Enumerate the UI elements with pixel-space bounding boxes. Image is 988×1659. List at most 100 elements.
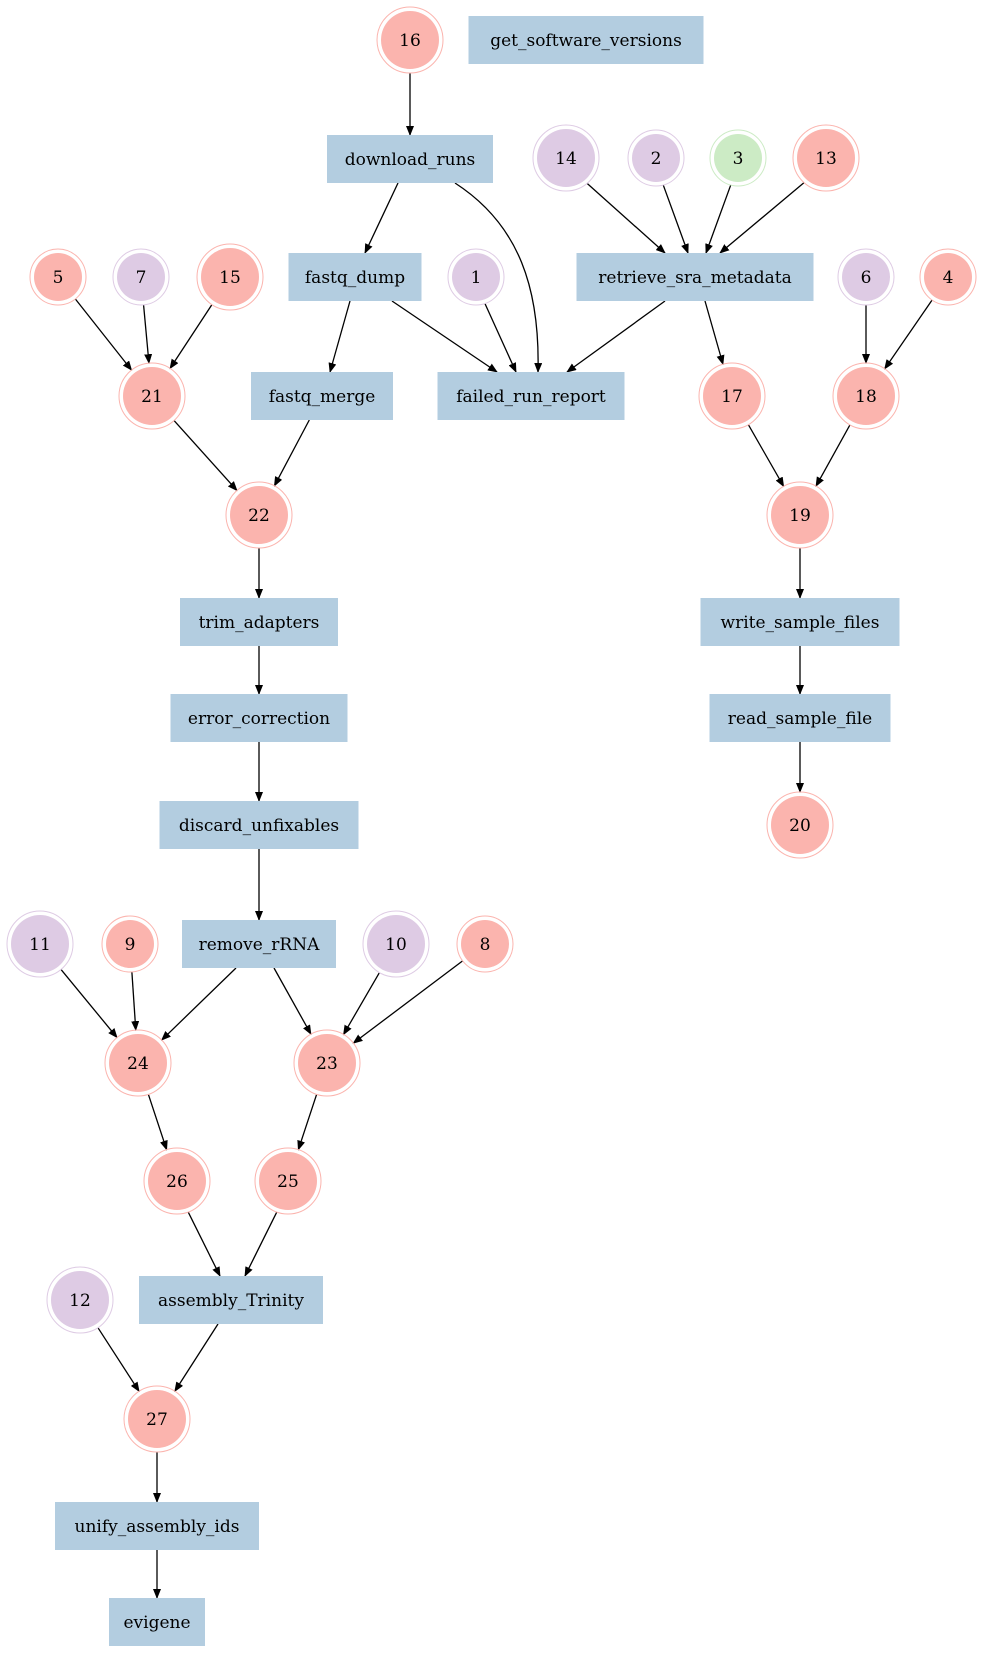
- channel-node-21: 21: [118, 362, 186, 430]
- node-box: [170, 694, 348, 742]
- node-label: 2: [651, 149, 662, 169]
- node-label: retrieve_sra_metadata: [598, 268, 791, 288]
- node-box: [327, 135, 493, 183]
- node-fill: [461, 920, 509, 968]
- channel-node-4: 4: [919, 248, 977, 306]
- node-label: error_correction: [188, 709, 330, 729]
- node-fill: [117, 253, 165, 301]
- node-label: remove_rRNA: [199, 935, 321, 955]
- edges: [60, 73, 933, 1599]
- node-fill: [703, 367, 761, 425]
- channel-node-20: 20: [766, 791, 834, 859]
- node-label: discard_unfixables: [179, 816, 339, 836]
- edge-n25-to-at: [244, 1211, 278, 1277]
- process-node-write-sample-files: write_sample_files: [700, 598, 900, 646]
- node-label: 19: [789, 506, 811, 526]
- node-fill: [148, 1152, 206, 1210]
- node-outer-ring: [225, 481, 293, 549]
- node-label: fastq_dump: [305, 268, 405, 288]
- process-node-discard-unfixables: discard_unfixables: [159, 801, 359, 849]
- node-label: trim_adapters: [199, 613, 320, 633]
- node-fill: [201, 248, 259, 306]
- channel-node-1: 1: [447, 248, 505, 306]
- node-fill: [11, 915, 69, 973]
- node-fill: [452, 253, 500, 301]
- node-outer-ring: [837, 248, 895, 306]
- process-node-evigene: evigene: [109, 1598, 205, 1646]
- node-outer-ring: [627, 129, 685, 187]
- node-label: 6: [861, 268, 872, 288]
- node-fill: [106, 920, 154, 968]
- channel-node-7: 7: [112, 248, 170, 306]
- node-box: [55, 1502, 259, 1550]
- channel-node-3: 3: [709, 129, 767, 187]
- node-label: unify_assembly_ids: [75, 1517, 240, 1537]
- channel-node-24: 24: [104, 1029, 172, 1097]
- edge-n21-to-n22: [173, 420, 238, 492]
- channel-node-22: 22: [225, 481, 293, 549]
- node-outer-ring: [792, 124, 860, 192]
- node-outer-ring: [104, 1029, 172, 1097]
- node-outer-ring: [376, 6, 444, 74]
- node-label: 23: [316, 1054, 338, 1074]
- node-label: 3: [733, 149, 744, 169]
- process-node-read-sample-file: read_sample_file: [709, 694, 891, 742]
- edge-n12-to-n27: [97, 1327, 140, 1393]
- channel-node-10: 10: [362, 910, 430, 978]
- node-box: [139, 1276, 323, 1324]
- node-label: 20: [789, 816, 811, 836]
- edge-fd-to-frr: [391, 300, 498, 373]
- edge-dr-to-fd: [364, 182, 399, 254]
- node-box: [251, 372, 393, 420]
- edge-n14-to-rsm: [586, 182, 666, 254]
- node-fill: [381, 11, 439, 69]
- node-outer-ring: [456, 915, 514, 973]
- node-box: [288, 253, 422, 301]
- node-label: 27: [146, 1410, 168, 1430]
- node-label: 24: [127, 1054, 149, 1074]
- node-fill: [537, 129, 595, 187]
- edge-rr-to-n23: [273, 967, 312, 1036]
- process-node-fastq-merge: fastq_merge: [251, 372, 393, 420]
- channel-node-27: 27: [123, 1385, 191, 1453]
- edge-n10-to-n23: [342, 972, 381, 1036]
- node-fill: [123, 367, 181, 425]
- node-label: write_sample_files: [721, 613, 880, 633]
- node-outer-ring: [118, 362, 186, 430]
- node-fill: [109, 1034, 167, 1092]
- node-outer-ring: [532, 124, 600, 192]
- node-box: [109, 1598, 205, 1646]
- node-outer-ring: [101, 915, 159, 973]
- node-label: 10: [385, 935, 407, 955]
- node-label: 13: [815, 149, 837, 169]
- node-label: 9: [125, 935, 136, 955]
- node-label: 25: [277, 1172, 299, 1192]
- edge-n24-to-n26: [147, 1094, 168, 1151]
- process-node-remove-rRNA: remove_rRNA: [182, 920, 336, 968]
- edge-n4-to-n18: [884, 299, 933, 370]
- node-outer-ring: [362, 910, 430, 978]
- node-label: 1: [471, 268, 482, 288]
- node-label: assembly_Trinity: [158, 1291, 304, 1311]
- node-label: 18: [855, 387, 877, 407]
- node-outer-ring: [46, 1266, 114, 1334]
- node-fill: [259, 1152, 317, 1210]
- edge-n8-to-n23: [352, 960, 464, 1044]
- node-label: 17: [721, 387, 743, 407]
- process-node-fastq-dump: fastq_dump: [288, 253, 422, 301]
- channel-node-8: 8: [456, 915, 514, 973]
- node-label: evigene: [123, 1613, 190, 1633]
- node-fill: [128, 1390, 186, 1448]
- node-outer-ring: [709, 129, 767, 187]
- edge-rr-to-n24: [160, 967, 237, 1041]
- node-label: 14: [555, 149, 577, 169]
- channel-node-15: 15: [196, 243, 264, 311]
- node-fill: [837, 367, 895, 425]
- channel-node-9: 9: [101, 915, 159, 973]
- node-outer-ring: [766, 791, 834, 859]
- edge-n26-to-at: [187, 1211, 221, 1277]
- node-box: [180, 598, 338, 646]
- edge-n9-to-n24: [131, 971, 140, 1032]
- channel-node-16: 16: [376, 6, 444, 74]
